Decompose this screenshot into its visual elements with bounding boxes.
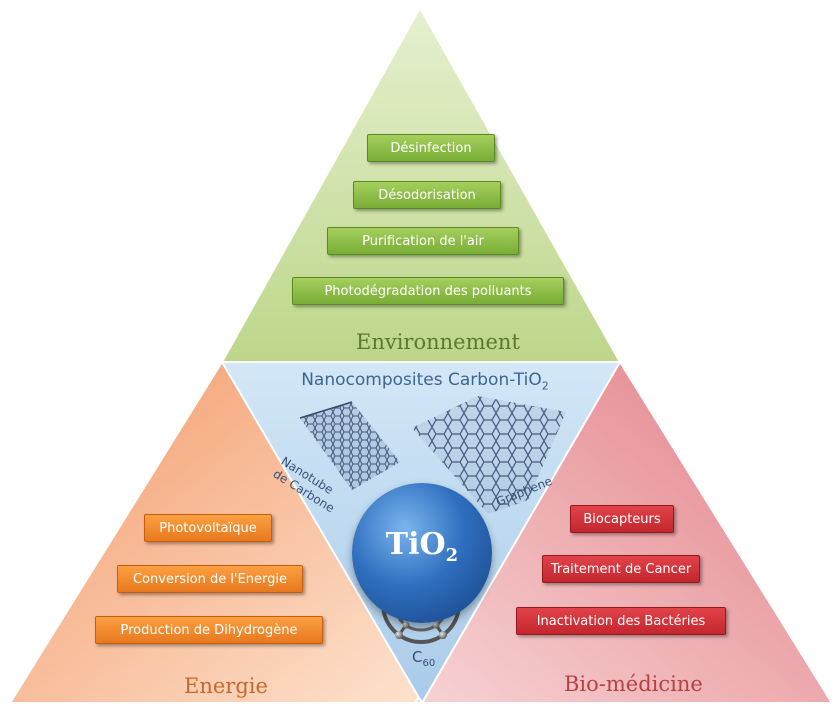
biomedicine-item-biocapteurs: Biocapteurs <box>570 505 674 533</box>
tio2-core: TiO2 <box>352 483 492 623</box>
biomedicine-title: Bio-médicine <box>564 672 703 696</box>
center-title: Nanocomposites Carbon-TiO2 <box>301 370 549 393</box>
environnement-item-desodorisation: Désodorisation <box>353 181 501 209</box>
fullerene-label: C60 <box>412 648 436 669</box>
environnement-title: Environnement <box>356 330 520 354</box>
energie-item-conversion: Conversion de l'Energie <box>117 565 303 593</box>
nanotube-illustration <box>299 401 400 490</box>
environnement-item-desinfection: Désinfection <box>367 134 495 162</box>
tio2-label: TiO2 <box>385 527 459 566</box>
energie-item-production: Production de Dihydrogène <box>95 616 323 644</box>
biomedicine-item-traitement: Traitement de Cancer <box>542 555 700 583</box>
biomedicine-item-inactivation: Inactivation des Bactéries <box>516 607 726 635</box>
environnement-item-purification: Purification de l'air <box>327 227 519 255</box>
energie-title: Energie <box>184 674 268 698</box>
energie-item-photovoltaique: Photovoltaïque <box>144 514 272 542</box>
environnement-item-photodegradation: Photodégradation des polluants <box>292 277 564 305</box>
graphene-illustration <box>412 396 566 514</box>
